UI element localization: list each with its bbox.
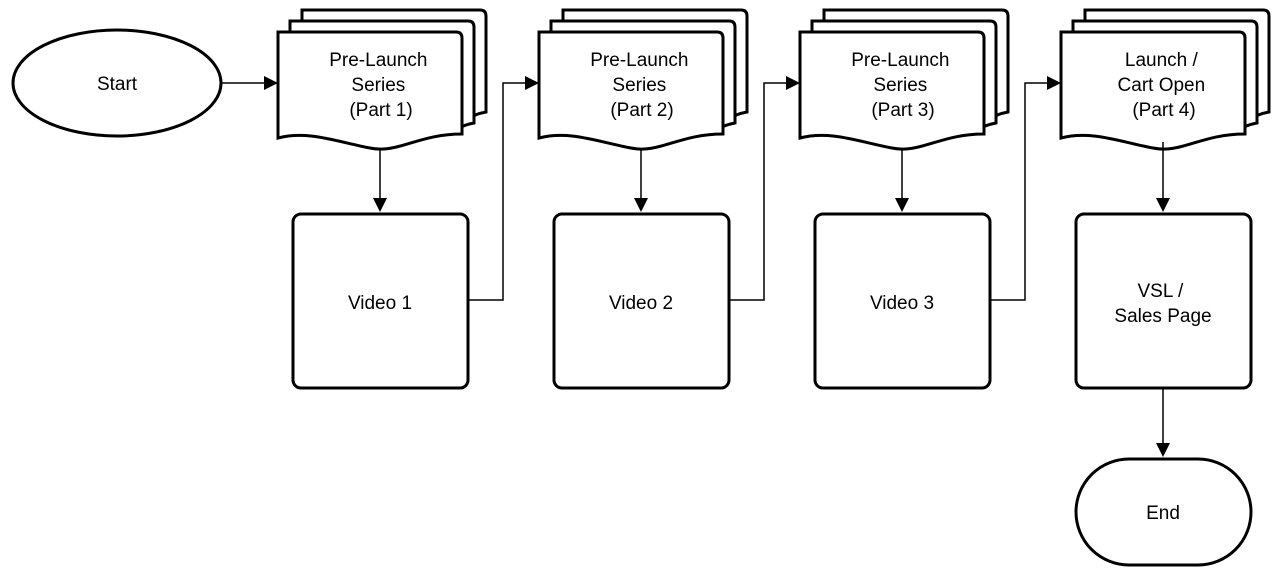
series-label-4-line-1: Launch / <box>1125 50 1199 71</box>
edge-series-1-to-step-1 <box>373 148 387 212</box>
edge-series-2-to-step-2 <box>634 148 648 212</box>
series-label-1-line-3: (Part 1) <box>349 100 412 121</box>
series-label-1: Pre-Launch Series (Part 1) <box>329 50 433 121</box>
series-node-4[interactable]: Launch / Cart Open (Part 4) <box>1059 8 1271 151</box>
edge-step-2-to-series-3 <box>729 76 800 301</box>
series-label-1-line-1: Pre-Launch <box>329 50 427 71</box>
series-label-2: Pre-Launch Series (Part 2) <box>590 50 694 121</box>
edge-series-4-to-step-4 <box>1156 142 1170 212</box>
step-node-3[interactable]: Video 3 <box>813 212 992 390</box>
step-label-4-line-1: VSL / <box>1137 281 1183 302</box>
edge-step-1-to-series-2 <box>468 76 539 301</box>
step-node-4[interactable]: VSL / Sales Page <box>1074 212 1253 390</box>
series-node-2[interactable]: Pre-Launch Series (Part 2) <box>537 8 749 151</box>
edge-step-4-to-end <box>1156 388 1170 457</box>
series-label-1-line-2: Series <box>351 75 405 96</box>
series-label-3: Pre-Launch Series (Part 3) <box>851 50 955 121</box>
series-label-4-line-3: (Part 4) <box>1132 100 1195 121</box>
series-label-3-line-2: Series <box>873 75 927 96</box>
series-node-3[interactable]: Pre-Launch Series (Part 3) <box>798 8 1010 151</box>
step-node-2[interactable]: Video 2 <box>552 212 731 390</box>
step-label-2: Video 2 <box>609 293 673 314</box>
series-label-3-line-3: (Part 3) <box>871 100 934 121</box>
end-node[interactable]: End <box>1074 457 1253 567</box>
step-label-3: Video 3 <box>870 293 934 314</box>
edge-series-3-to-step-3 <box>895 148 909 212</box>
series-label-2-line-1: Pre-Launch <box>590 50 688 71</box>
series-label-4: Launch / Cart Open (Part 4) <box>1118 50 1211 121</box>
series-node-1[interactable]: Pre-Launch Series (Part 1) <box>276 8 488 151</box>
edge-step-3-to-series-4 <box>990 76 1061 301</box>
series-label-2-line-3: (Part 2) <box>610 100 673 121</box>
edge-start-to-series-1 <box>221 76 278 90</box>
end-label: End <box>1146 503 1180 524</box>
start-label: Start <box>97 74 138 95</box>
start-node[interactable]: Start <box>11 28 223 138</box>
step-label-1: Video 1 <box>348 293 412 314</box>
step-node-1[interactable]: Video 1 <box>291 212 470 390</box>
series-label-3-line-1: Pre-Launch <box>851 50 949 71</box>
step-label-4: VSL / Sales Page <box>1114 281 1211 327</box>
step-label-4-line-2: Sales Page <box>1114 306 1211 327</box>
series-label-4-line-2: Cart Open <box>1118 75 1206 96</box>
series-label-2-line-2: Series <box>612 75 666 96</box>
